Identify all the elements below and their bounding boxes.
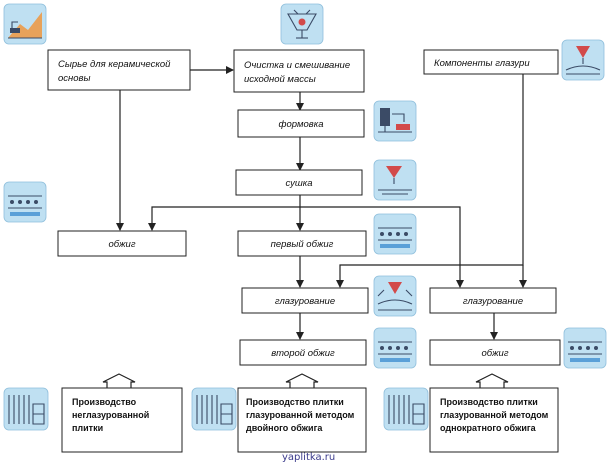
glazing-line-icon xyxy=(373,275,417,317)
node-firing-label: обжиг xyxy=(108,239,135,250)
output-single-firing-tiles: Производство плитки глазурованной методо… xyxy=(429,373,559,453)
kiln-icon xyxy=(373,213,417,255)
node-raw-materials: Сырье для керамической основы xyxy=(47,49,191,91)
output-single-line-2: глазурованной методом xyxy=(440,410,549,420)
kiln-icon xyxy=(3,181,47,223)
mixer-icon xyxy=(280,3,324,45)
node-first-firing-label: первый обжиг xyxy=(271,239,334,250)
dryer-icon xyxy=(373,159,417,201)
node-glazing-single-label: глазурование xyxy=(463,296,523,307)
tile-stack-icon xyxy=(3,387,49,431)
kiln-icon xyxy=(373,327,417,369)
node-molding: формовка xyxy=(237,109,365,138)
node-raw-line-1: Сырье для керамической xyxy=(58,59,171,70)
node-first-firing: первый обжиг xyxy=(237,230,367,257)
node-firing: обжиг xyxy=(57,230,187,257)
node-molding-label: формовка xyxy=(278,119,323,130)
node-glaze-components: Компоненты глазури xyxy=(423,49,559,75)
quarry-icon xyxy=(3,3,47,45)
output-single-line-3: однократного обжига xyxy=(440,423,537,433)
output-unglazed-line-2: неглазурованной xyxy=(72,410,149,420)
output-arrow-icon xyxy=(475,373,509,388)
output-arrow-icon xyxy=(285,373,319,388)
node-raw-line-2: основы xyxy=(58,73,91,84)
watermark-text: yaplitka.ru xyxy=(282,452,335,463)
output-double-line-1: Производство плитки xyxy=(246,397,344,407)
tile-stack-icon xyxy=(383,387,429,431)
output-unglazed-line-3: плитки xyxy=(72,423,103,433)
node-glazing-double: глазурование xyxy=(241,287,369,314)
kiln-icon xyxy=(563,327,607,369)
node-second-firing-label: второй обжиг xyxy=(271,348,335,359)
arrow-drying-to-firing xyxy=(148,195,301,231)
arrow-drying-to-glazing-single xyxy=(300,206,464,288)
output-unglazed-tiles: Производство неглазурованной плитки xyxy=(61,373,183,453)
node-second-firing: второй обжиг xyxy=(239,339,367,366)
press-icon xyxy=(373,100,417,142)
node-firing-single-label: обжиг xyxy=(481,348,508,359)
node-drying: сушка xyxy=(235,169,363,196)
node-clean-line-2: исходной массы xyxy=(244,74,316,85)
node-firing-single: обжиг xyxy=(429,339,561,366)
tile-stack-icon xyxy=(191,387,237,431)
output-arrow-icon xyxy=(102,373,136,388)
output-double-line-3: двойного обжига xyxy=(246,423,323,433)
node-clean-line-1: Очистка и смешивание xyxy=(244,60,350,71)
connectors xyxy=(116,66,527,340)
output-unglazed-line-1: Производство xyxy=(72,397,137,407)
node-cleaning-mixing: Очистка и смешивание исходной массы xyxy=(233,49,365,93)
output-double-firing-tiles: Производство плитки глазурованной методо… xyxy=(237,373,367,453)
output-single-line-1: Производство плитки xyxy=(440,397,538,407)
node-glaze-components-label: Компоненты глазури xyxy=(434,58,530,69)
output-double-line-2: глазурованной методом xyxy=(246,410,355,420)
node-glazing-single: глазурование xyxy=(429,287,557,314)
glaze-dispenser-icon xyxy=(561,39,605,81)
node-drying-label: сушка xyxy=(285,178,312,189)
node-glazing-double-label: глазурование xyxy=(275,296,335,307)
arrow-glaze-to-glazing-double xyxy=(336,73,524,288)
